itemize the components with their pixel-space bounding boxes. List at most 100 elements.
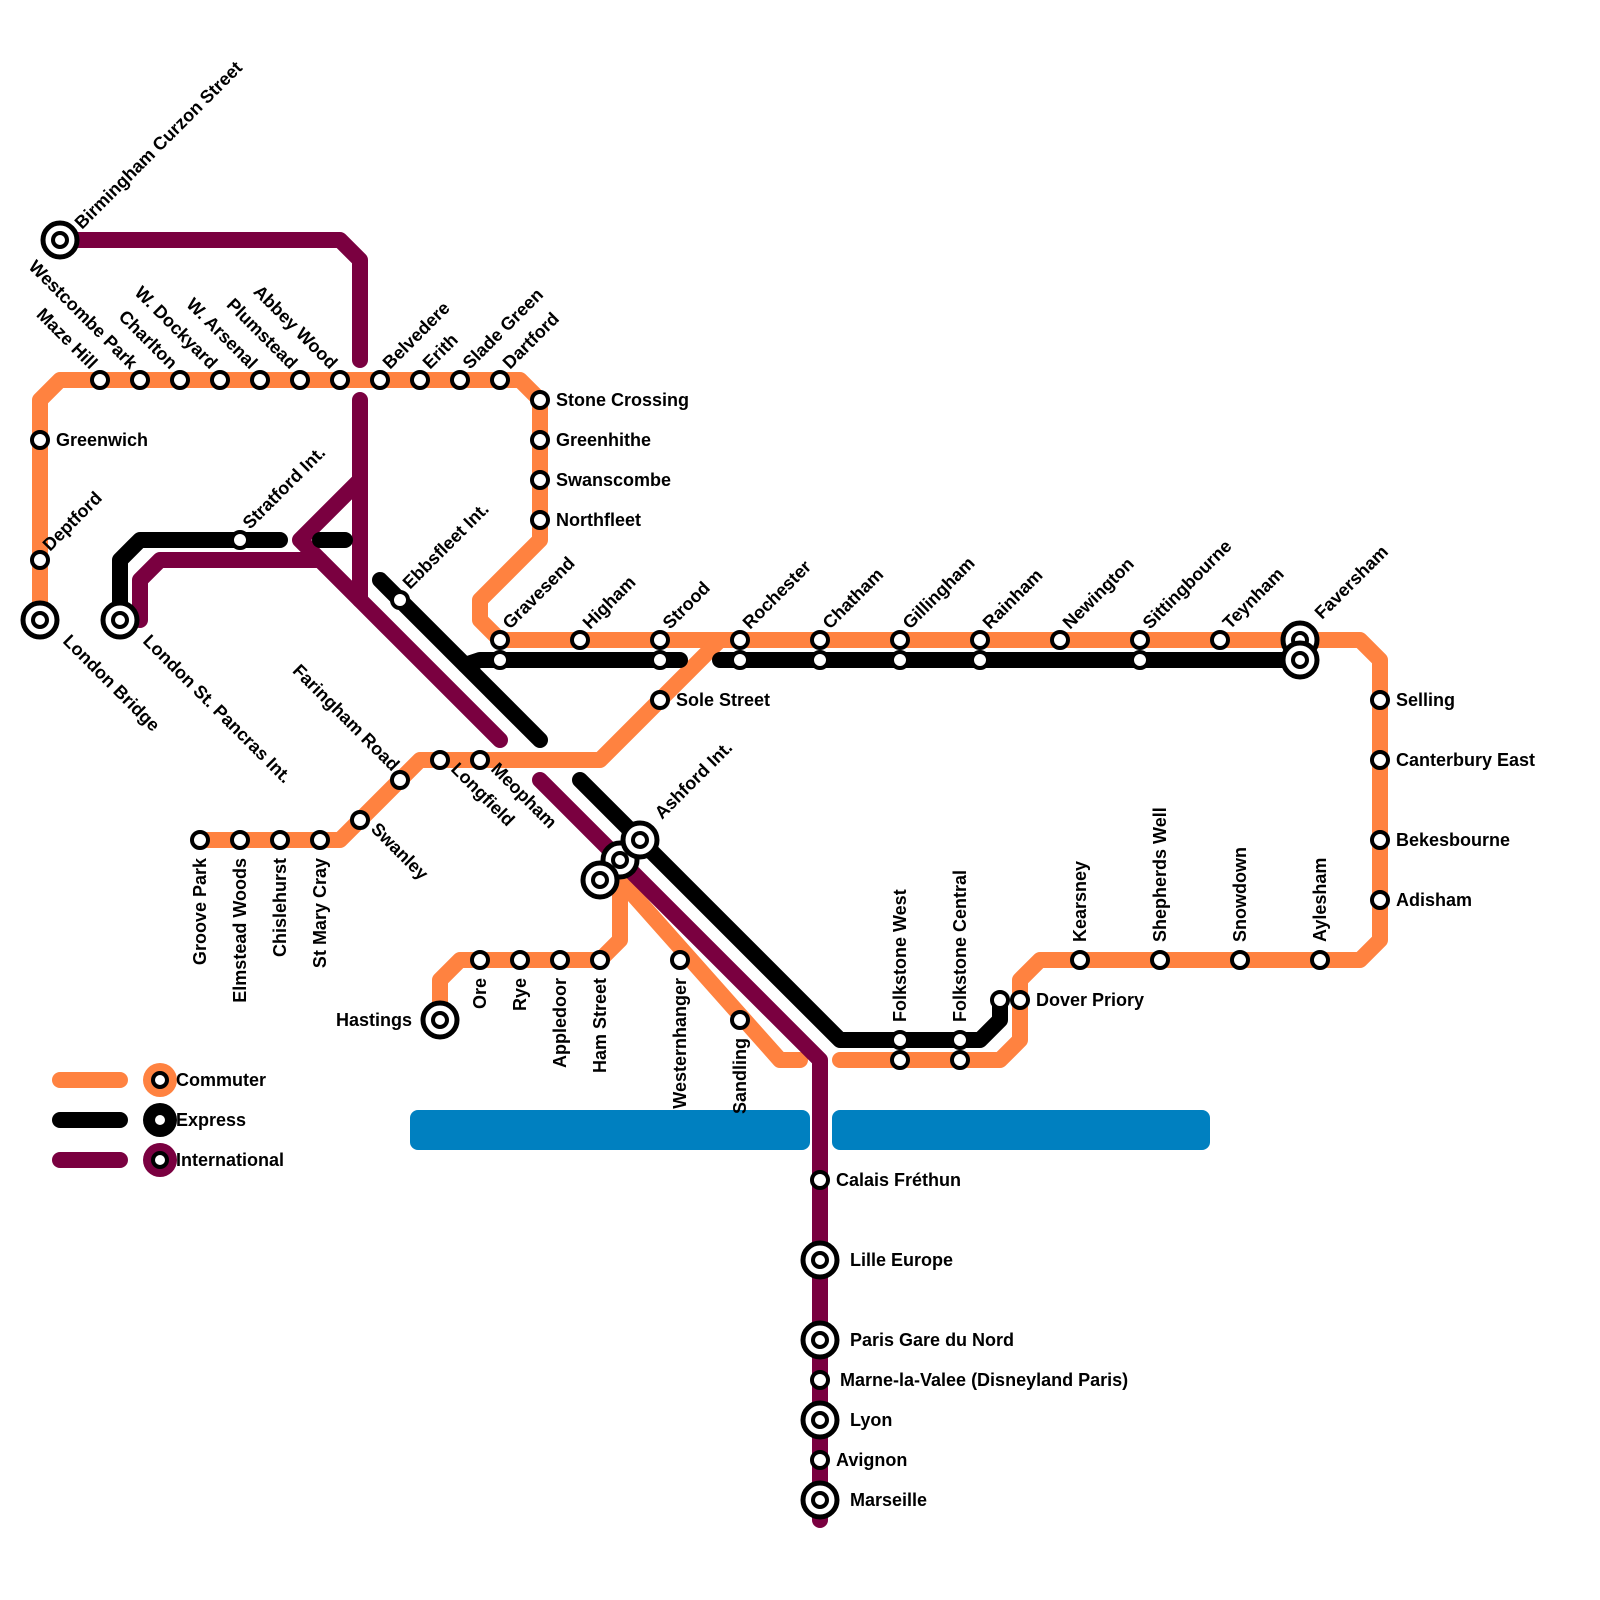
station-marker-hastings[interactable] [420, 1000, 460, 1040]
station-marker-chatham[interactable] [810, 650, 830, 670]
station-marker-greenhithe[interactable] [530, 430, 550, 450]
station-label-selling[interactable]: Selling [1396, 690, 1455, 710]
station-marker-ore[interactable] [470, 950, 490, 970]
station-label-westernhanger[interactable]: Westernhanger [670, 978, 690, 1109]
station-marker-dover-priory[interactable] [1010, 990, 1030, 1010]
station-label-rainham[interactable]: Rainham [979, 565, 1047, 633]
station-label-st-pancras[interactable]: London St. Pancras Int. [139, 631, 295, 787]
station-marker-paris[interactable] [800, 1320, 840, 1360]
station-marker-greenwich[interactable] [30, 430, 50, 450]
station-label-faversham[interactable]: Faversham [1311, 541, 1392, 622]
station-label-rye[interactable]: Rye [510, 978, 530, 1011]
station-label-stone-crossing[interactable]: Stone Crossing [556, 390, 689, 410]
station-marker-ebbsfleet[interactable] [390, 590, 410, 610]
station-marker-dover-priory[interactable] [990, 990, 1010, 1010]
station-label-paris[interactable]: Paris Gare du Nord [850, 1330, 1014, 1350]
station-marker-ham-street[interactable] [590, 950, 610, 970]
station-label-kearsney[interactable]: Kearsney [1070, 861, 1090, 942]
station-marker-folkstone-central[interactable] [950, 1030, 970, 1050]
station-marker-marne[interactable] [810, 1370, 830, 1390]
station-marker-london-bridge[interactable] [20, 600, 60, 640]
station-marker-slade-green[interactable] [450, 370, 470, 390]
station-label-greenhithe[interactable]: Greenhithe [556, 430, 651, 450]
station-marker-maze-hill[interactable] [90, 370, 110, 390]
station-marker-northfleet[interactable] [530, 510, 550, 530]
station-marker-longfield[interactable] [430, 750, 450, 770]
station-marker-st-mary-cray[interactable] [310, 830, 330, 850]
station-label-rochester[interactable]: Rochester [739, 556, 815, 632]
station-marker-stratford[interactable] [230, 530, 250, 550]
station-marker-rainham[interactable] [970, 650, 990, 670]
station-marker-westcombe-park[interactable] [130, 370, 150, 390]
station-marker-swanscombe[interactable] [530, 470, 550, 490]
station-label-sandling[interactable]: Sandling [730, 1038, 750, 1114]
station-marker-sandling[interactable] [730, 1010, 750, 1030]
station-label-groove-park[interactable]: Groove Park [190, 857, 210, 965]
station-marker-kearsney[interactable] [1070, 950, 1090, 970]
station-label-teynham[interactable]: Teynham [1219, 564, 1288, 633]
station-marker-lyon[interactable] [800, 1400, 840, 1440]
station-marker-avignon[interactable] [810, 1450, 830, 1470]
station-label-dover-priory[interactable]: Dover Priory [1036, 990, 1144, 1010]
station-label-greenwich[interactable]: Greenwich [56, 430, 148, 450]
station-label-ashford[interactable]: Ashford Int. [651, 737, 737, 823]
station-marker-deptford[interactable] [30, 550, 50, 570]
station-marker-elmstead-woods[interactable] [230, 830, 250, 850]
station-marker-sole-street[interactable] [650, 690, 670, 710]
station-marker-w-dockyard[interactable] [210, 370, 230, 390]
station-marker-gravesend[interactable] [490, 630, 510, 650]
station-marker-abbey-wood[interactable] [330, 370, 350, 390]
station-marker-faringham-road[interactable] [390, 770, 410, 790]
station-marker-rainham[interactable] [970, 630, 990, 650]
station-label-birmingham[interactable]: Birmingham Curzon Street [71, 57, 246, 232]
station-marker-sittingbourne[interactable] [1130, 630, 1150, 650]
station-marker-westernhanger[interactable] [670, 950, 690, 970]
station-label-chislehurst[interactable]: Chislehurst [270, 858, 290, 957]
station-marker-strood[interactable] [650, 630, 670, 650]
station-marker-w-arsenal[interactable] [250, 370, 270, 390]
station-marker-plumstead[interactable] [290, 370, 310, 390]
station-marker-belvedere[interactable] [370, 370, 390, 390]
station-marker-rochester[interactable] [730, 650, 750, 670]
station-marker-stone-crossing[interactable] [530, 390, 550, 410]
station-label-elmstead-woods[interactable]: Elmstead Woods [230, 858, 250, 1003]
station-label-folkstone-west[interactable]: Folkstone West [890, 889, 910, 1022]
station-marker-gillingham[interactable] [890, 630, 910, 650]
station-marker-chatham[interactable] [810, 630, 830, 650]
station-label-lille[interactable]: Lille Europe [850, 1250, 953, 1270]
station-label-faringham-road[interactable]: Faringham Road [289, 660, 404, 775]
station-marker-adisham[interactable] [1370, 890, 1390, 910]
station-marker-faversham[interactable] [1280, 640, 1320, 680]
station-marker-gillingham[interactable] [890, 650, 910, 670]
station-marker-meopham[interactable] [470, 750, 490, 770]
station-marker-st-pancras[interactable] [100, 600, 140, 640]
station-marker-bekesbourne[interactable] [1370, 830, 1390, 850]
station-label-higham[interactable]: Higham [579, 572, 640, 633]
station-marker-lille[interactable] [800, 1240, 840, 1280]
station-marker-aylesham[interactable] [1310, 950, 1330, 970]
station-label-deptford[interactable]: Deptford [39, 488, 106, 555]
station-marker-shepherds-well[interactable] [1150, 950, 1170, 970]
station-marker-strood[interactable] [650, 650, 670, 670]
station-label-strood[interactable]: Strood [659, 578, 714, 633]
station-label-adisham[interactable]: Adisham [1396, 890, 1472, 910]
station-label-sole-street[interactable]: Sole Street [676, 690, 770, 710]
station-label-swanley[interactable]: Swanley [367, 819, 432, 884]
station-marker-birmingham[interactable] [40, 220, 80, 260]
station-label-snowdown[interactable]: Snowdown [1230, 847, 1250, 942]
station-marker-newington[interactable] [1050, 630, 1070, 650]
station-marker-ashford[interactable] [580, 860, 620, 900]
station-marker-higham[interactable] [570, 630, 590, 650]
station-label-calais[interactable]: Calais Fréthun [836, 1170, 961, 1190]
station-marker-rochester[interactable] [730, 630, 750, 650]
station-marker-charlton[interactable] [170, 370, 190, 390]
station-label-folkstone-central[interactable]: Folkstone Central [950, 870, 970, 1022]
station-label-shepherds-well[interactable]: Shepherds Well [1150, 807, 1170, 942]
station-marker-canterbury-east[interactable] [1370, 750, 1390, 770]
station-marker-dartford[interactable] [490, 370, 510, 390]
station-label-swanscombe[interactable]: Swanscombe [556, 470, 671, 490]
station-label-ore[interactable]: Ore [470, 978, 490, 1009]
station-label-hastings[interactable]: Hastings [336, 1010, 412, 1030]
station-marker-ashford[interactable] [620, 820, 660, 860]
station-label-avignon[interactable]: Avignon [836, 1450, 907, 1470]
